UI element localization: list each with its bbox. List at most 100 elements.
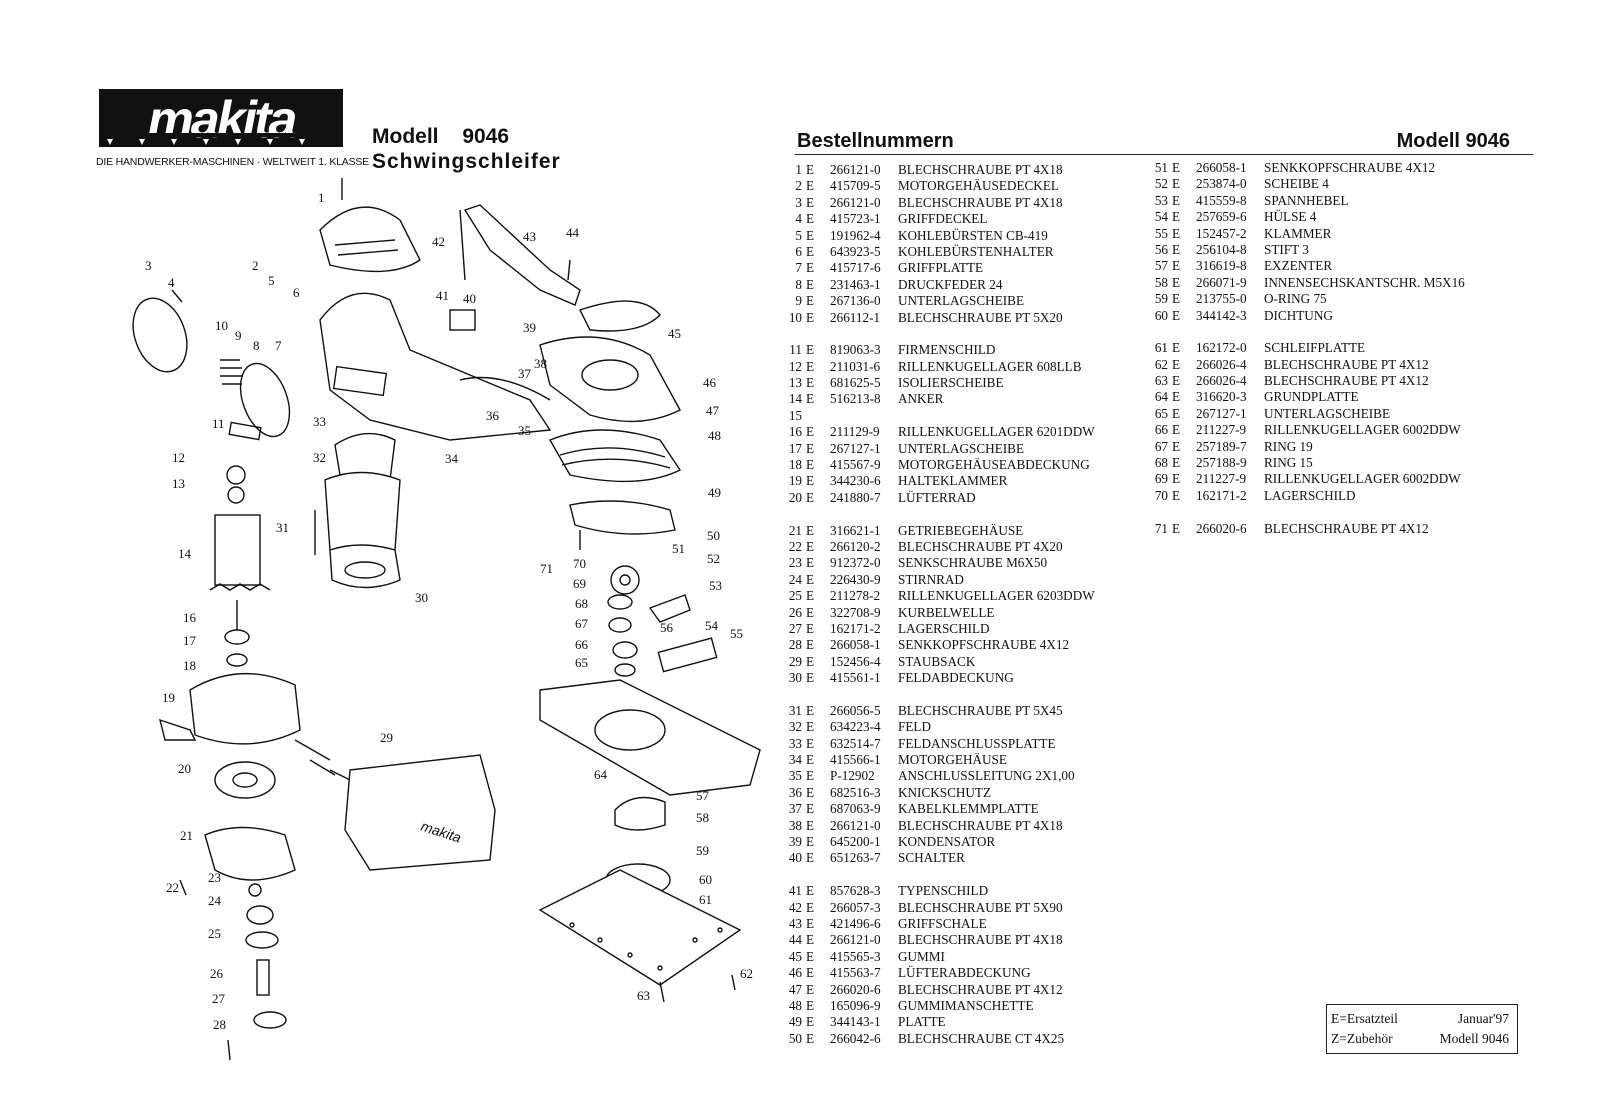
legend-e: E=Ersatzteil <box>1331 1011 1398 1026</box>
callout-number: 65 <box>575 655 588 670</box>
part-type: E <box>806 424 815 440</box>
order-number: 415717-6 <box>830 260 881 276</box>
part-description: ISOLIERSCHEIBE <box>898 375 1004 391</box>
order-number: 682516-3 <box>830 784 881 800</box>
part-type: E <box>806 981 815 997</box>
part-number: 24 <box>788 571 802 587</box>
part-type: E <box>806 948 815 964</box>
part-type: E <box>806 227 815 243</box>
callout-number: 9 <box>235 328 242 343</box>
part-description: KOHLEBÜRSTEN CB-419 <box>898 227 1048 243</box>
part-description: KABELKLEMMPLATTE <box>898 801 1039 817</box>
callout-number: 2 <box>252 258 259 273</box>
callout-number: 71 <box>540 561 553 576</box>
part-number: 63 <box>1154 373 1168 389</box>
part-number: 59 <box>1154 291 1168 307</box>
part-number: 50 <box>788 1030 802 1046</box>
order-number: 266121-0 <box>830 194 881 210</box>
part-number: 13 <box>788 375 802 391</box>
part-number: 11 <box>789 342 802 358</box>
part-type: E <box>806 178 815 194</box>
callout-number: 28 <box>213 1017 226 1032</box>
part-number: 16 <box>788 424 802 440</box>
order-number: 344142-3 <box>1196 307 1247 323</box>
part-number: 71 <box>1154 520 1168 536</box>
part-type: E <box>1172 176 1181 192</box>
callout-number: 46 <box>703 375 717 390</box>
part-description: LÜFTERRAD <box>898 489 976 505</box>
part-number: 42 <box>788 899 802 915</box>
part-type: E <box>806 522 815 538</box>
part-number: 32 <box>788 719 802 735</box>
part-description: INNENSECHSKANTSCHR. M5X16 <box>1264 274 1465 290</box>
order-number: 415559-8 <box>1196 192 1247 208</box>
part-description: GUMMI <box>898 948 945 964</box>
order-number: 415563-7 <box>830 965 881 981</box>
callout-number: 34 <box>445 451 459 466</box>
part-description: BLECHSCHRAUBE PT 5X90 <box>898 899 1063 915</box>
order-number: 421496-6 <box>830 915 881 931</box>
callout-number: 49 <box>708 485 721 500</box>
order-number: P-12902 <box>830 768 875 784</box>
part-description: DICHTUNG <box>1264 307 1333 323</box>
legend-box: E=Ersatzteil Januar'97 Z=Zubehör Modell … <box>1326 1004 1518 1054</box>
part-description: HÜLSE 4 <box>1264 209 1317 225</box>
order-number: 516213-8 <box>830 391 881 407</box>
callout-number: 17 <box>183 633 197 648</box>
part-number: 20 <box>788 489 802 505</box>
order-number: 651263-7 <box>830 850 881 866</box>
order-number: 687063-9 <box>830 801 881 817</box>
part-number: 28 <box>788 637 802 653</box>
callout-number: 62 <box>740 966 753 981</box>
order-number: 316619-8 <box>1196 258 1247 274</box>
order-number: 211129-9 <box>830 424 880 440</box>
part-number: 69 <box>1154 471 1168 487</box>
callout-number: 66 <box>575 637 589 652</box>
part-number: 27 <box>788 620 802 636</box>
part-number: 68 <box>1154 455 1168 471</box>
part-description: LAGERSCHILD <box>1264 487 1356 503</box>
part-type: E <box>806 588 815 604</box>
part-number: 19 <box>788 473 802 489</box>
callout-number: 20 <box>178 761 191 776</box>
part-description: RILLENKUGELLAGER 6201DDW <box>898 424 1095 440</box>
part-description: SENKKOPFSCHRAUBE 4X12 <box>1264 160 1436 175</box>
part-type: E <box>1172 455 1181 471</box>
part-number: 53 <box>1154 192 1168 208</box>
part-type: E <box>806 1030 815 1046</box>
part-description: FELD <box>898 719 931 735</box>
part-type: E <box>806 358 815 374</box>
callout-number: 69 <box>573 576 586 591</box>
part-number: 39 <box>788 834 802 850</box>
callout-number: 48 <box>708 428 721 443</box>
group-spacer <box>762 506 1095 522</box>
part-number: 70 <box>1154 487 1168 503</box>
part-type: E <box>806 309 815 325</box>
part-description: GETRIEBEGEHÄUSE <box>898 522 1024 538</box>
order-number: 211031-6 <box>830 358 881 374</box>
callout-number: 53 <box>709 578 722 593</box>
parts-list-title: Bestellnummern <box>797 130 954 152</box>
part-type: E <box>806 571 815 587</box>
order-number: 316620-3 <box>1196 389 1247 405</box>
part-description: UNTERLAGSCHEIBE <box>898 440 1025 456</box>
callout-number: 67 <box>575 616 589 631</box>
part-type: E <box>806 801 815 817</box>
order-number: 857628-3 <box>830 883 881 899</box>
part-type: E <box>806 194 815 210</box>
part-description: RING 15 <box>1264 455 1313 471</box>
order-number: 266058-1 <box>830 637 881 653</box>
